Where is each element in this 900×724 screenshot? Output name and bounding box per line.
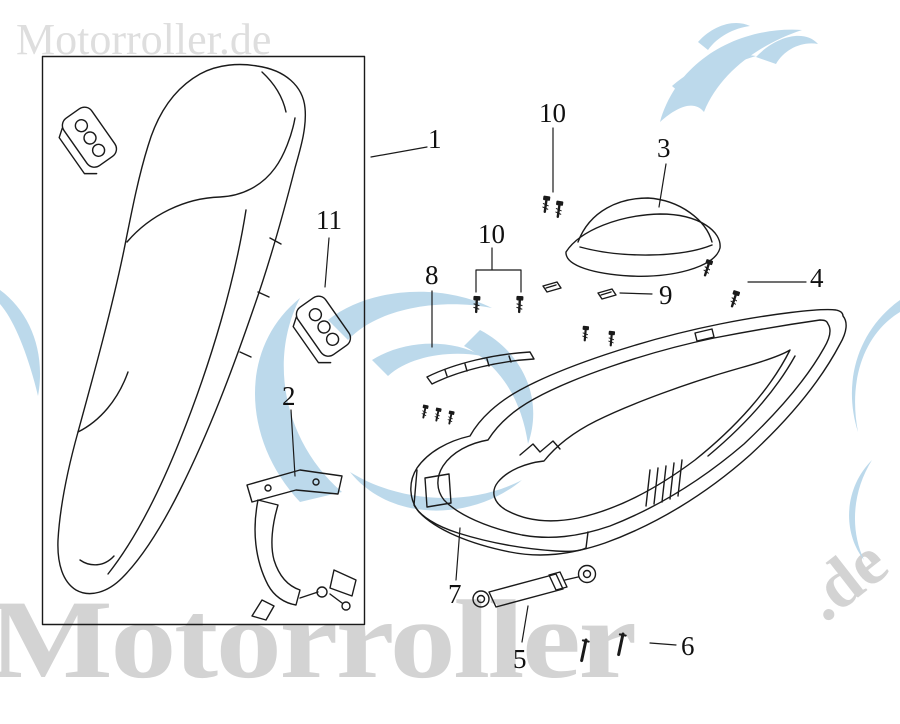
rubber-strip-icon xyxy=(426,351,535,385)
callout-5: 5 xyxy=(513,644,527,674)
bird-logo-center-icon xyxy=(254,291,534,511)
bird-logo-top-right-icon xyxy=(660,22,818,122)
callout-10-mid: 10 xyxy=(478,219,505,249)
screw-icon xyxy=(700,257,715,278)
callout-11: 11 xyxy=(316,205,342,235)
screw-icon xyxy=(432,406,443,423)
leader-line xyxy=(370,146,428,158)
pin-icon xyxy=(577,637,591,663)
callout-10-top: 10 xyxy=(539,98,566,128)
storage-box-icon xyxy=(410,308,847,556)
leader-line xyxy=(324,237,330,288)
screw-icon xyxy=(514,294,525,314)
callout-2: 2 xyxy=(282,381,296,411)
screw-icon xyxy=(540,194,552,214)
callout-7: 7 xyxy=(448,579,462,609)
screw-icon xyxy=(606,329,617,347)
leader-line xyxy=(475,247,522,293)
callout-3: 3 xyxy=(657,133,671,163)
damper-block-icon xyxy=(292,295,352,364)
pin-pair-icon xyxy=(577,631,628,663)
screw-icon xyxy=(580,324,591,342)
dome-cover-icon xyxy=(565,197,721,277)
screw-icon xyxy=(471,294,482,314)
screw-icon xyxy=(727,288,742,309)
callout-6: 6 xyxy=(681,631,695,661)
screw-icon xyxy=(553,199,565,219)
leader-lines xyxy=(290,127,807,646)
damper-block-icon xyxy=(58,106,118,175)
bird-logo-edge-icon xyxy=(0,290,900,560)
screw-set-icon xyxy=(419,194,742,426)
screw-icon xyxy=(419,403,430,420)
leader-line xyxy=(521,605,529,643)
seat-frame-box xyxy=(41,55,366,626)
shock-absorber-icon xyxy=(472,564,597,608)
leader-line xyxy=(455,527,461,581)
callout-1: 1 xyxy=(428,124,442,154)
watermark-bottom: Motorroller xyxy=(0,578,637,702)
screw-icon xyxy=(445,409,456,426)
callout-9: 9 xyxy=(659,280,673,310)
callout-4: 4 xyxy=(810,263,824,293)
seat-icon xyxy=(57,63,307,595)
seat-hinge-bracket-icon xyxy=(246,469,357,621)
leader-line xyxy=(658,163,667,208)
leader-line xyxy=(290,409,296,477)
leader-line xyxy=(619,292,653,295)
pin-icon xyxy=(614,631,628,657)
callout-8: 8 xyxy=(425,260,439,290)
clip-pair-icon xyxy=(542,281,617,300)
leader-line xyxy=(649,642,677,646)
